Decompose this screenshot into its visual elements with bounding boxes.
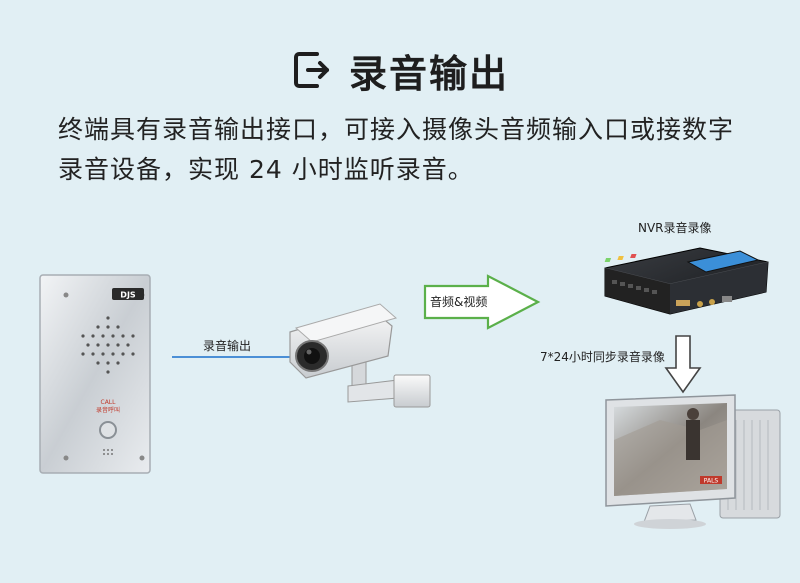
page-title: 录音输出 — [348, 51, 509, 96]
security-camera — [289, 303, 431, 408]
intercom-brand: DJS — [120, 291, 136, 300]
record-output-label: 录音输出 — [203, 338, 251, 353]
audio-video-arrow — [423, 274, 541, 330]
nvr-device — [604, 247, 769, 315]
description-line-2: 录音设备，实现 24 小时监听录音。 — [58, 155, 474, 184]
nvr-label: NVR录音录像 — [638, 220, 712, 235]
intercom-panel — [39, 274, 151, 474]
audio-video-label: 音频&视频 — [430, 294, 487, 309]
description-line-1: 终端具有录音输出接口，可接入摄像头音频输入口或接数字 — [58, 115, 735, 144]
down-arrow — [664, 335, 702, 394]
monitor-workstation — [605, 394, 781, 529]
call-sub-label: 录音呼叫 — [96, 406, 120, 414]
call-label: CALL — [101, 399, 117, 406]
section-header: 录音输出 — [0, 40, 800, 100]
description: 终端具有录音输出接口，可接入摄像头音频输入口或接数字 录音设备，实现 24 小时… — [58, 110, 758, 190]
monitor-badge: PALS — [704, 478, 719, 485]
exit-icon — [293, 52, 329, 88]
speaker-grille — [81, 316, 135, 374]
sync-record-label: 7*24小时同步录音录像 — [540, 349, 665, 364]
